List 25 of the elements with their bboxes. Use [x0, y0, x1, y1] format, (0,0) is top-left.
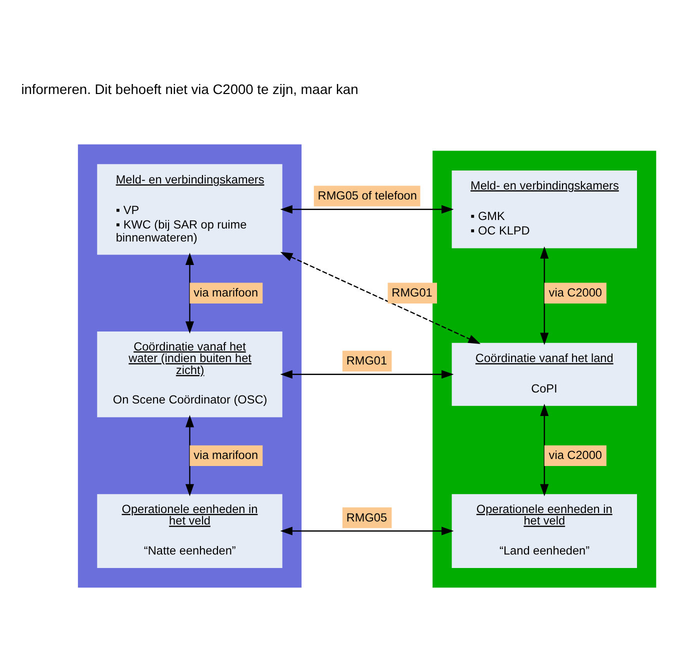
edge-label: RMG01 [392, 285, 432, 300]
arrow [280, 526, 454, 535]
edge-label: via marifoon [194, 285, 258, 300]
node-box: Operationele eenheden in het veld “Natte eenheden” [97, 494, 282, 568]
node-box: Coördinatie vanaf het land CoPI [452, 342, 637, 406]
node-box: Operationele eenheden in het veld “Land eenheden” [452, 494, 637, 568]
arrow [540, 246, 549, 344]
edge-label: via C2000 [548, 448, 602, 462]
cluster [432, 150, 656, 588]
arrow [280, 370, 454, 378]
cluster [78, 144, 302, 588]
node-box: Coördinatie vanaf het water (indien buiten het zicht) On Scene Coördinator (OSC) [97, 331, 282, 417]
arrow [540, 403, 549, 496]
arrow [185, 414, 194, 496]
edge-label: RMG01 [346, 353, 388, 368]
edge-label: via marifoon [194, 448, 258, 462]
arrow [280, 204, 454, 214]
edge-label: RMG05 [346, 510, 388, 524]
node-box: Meld- en verbindingskamers ▪ VP ▪ KWC (bij SAR op ruime binnenwateren) [97, 164, 282, 254]
arrow [185, 252, 194, 334]
edge-label: via C2000 [548, 285, 602, 300]
arrow [280, 252, 481, 344]
edge-label: RMG05 of telefoon [318, 188, 417, 202]
node-box: Meld- en verbindingskamers ▪ GMK ▪ OC KLPD [452, 170, 637, 248]
label: informeren. Dit behoeft niet via C2000 te zijn, maar kan [21, 81, 358, 96]
